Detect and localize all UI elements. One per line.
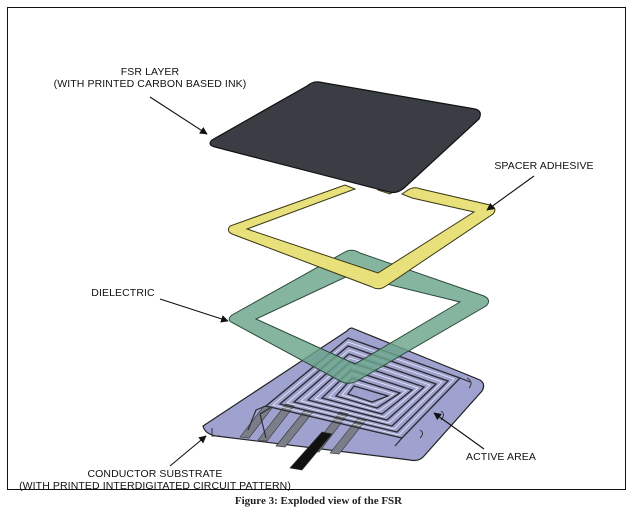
spacer-adhesive-label: SPACER ADHESIVE <box>494 160 594 172</box>
fsr-layer-label-line1: FSR LAYER <box>120 66 180 78</box>
figure-caption: Figure 3: Exploded view of the FSR <box>234 495 403 507</box>
spacer-adhesive-layer <box>227 179 496 290</box>
fsr-layer-label-line2: (WITH PRINTED CARBON BASED INK) <box>53 78 247 90</box>
conductor-substrate-label-line2: (WITH PRINTED INTERDIGITATED CIRCUIT PAT… <box>19 480 291 492</box>
conductor-substrate-label: CONDUCTOR SUBSTRATE (WITH PRINTED INTERD… <box>10 468 300 492</box>
interdigitated-fingers <box>272 341 455 436</box>
conductor-substrate-label-line1: CONDUCTOR SUBSTRATE <box>87 468 223 480</box>
fsr-layer-label: FSR LAYER (WITH PRINTED CARBON BASED INK… <box>40 66 260 90</box>
active-area-arrow <box>433 412 485 450</box>
fsr-layer <box>209 81 481 194</box>
dielectric-label: DIELECTRIC <box>91 287 155 299</box>
conductor-substrate-arrow <box>169 435 207 467</box>
spacer-adhesive-arrow <box>486 175 535 211</box>
leader-arrows <box>149 96 535 467</box>
active-area-label: ACTIVE AREA <box>466 451 536 463</box>
dielectric-layer <box>228 249 490 384</box>
dielectric-arrow <box>159 298 229 323</box>
connector-tabs <box>239 403 367 471</box>
fsr-layer-arrow <box>149 96 208 135</box>
trace-lines <box>247 377 471 447</box>
